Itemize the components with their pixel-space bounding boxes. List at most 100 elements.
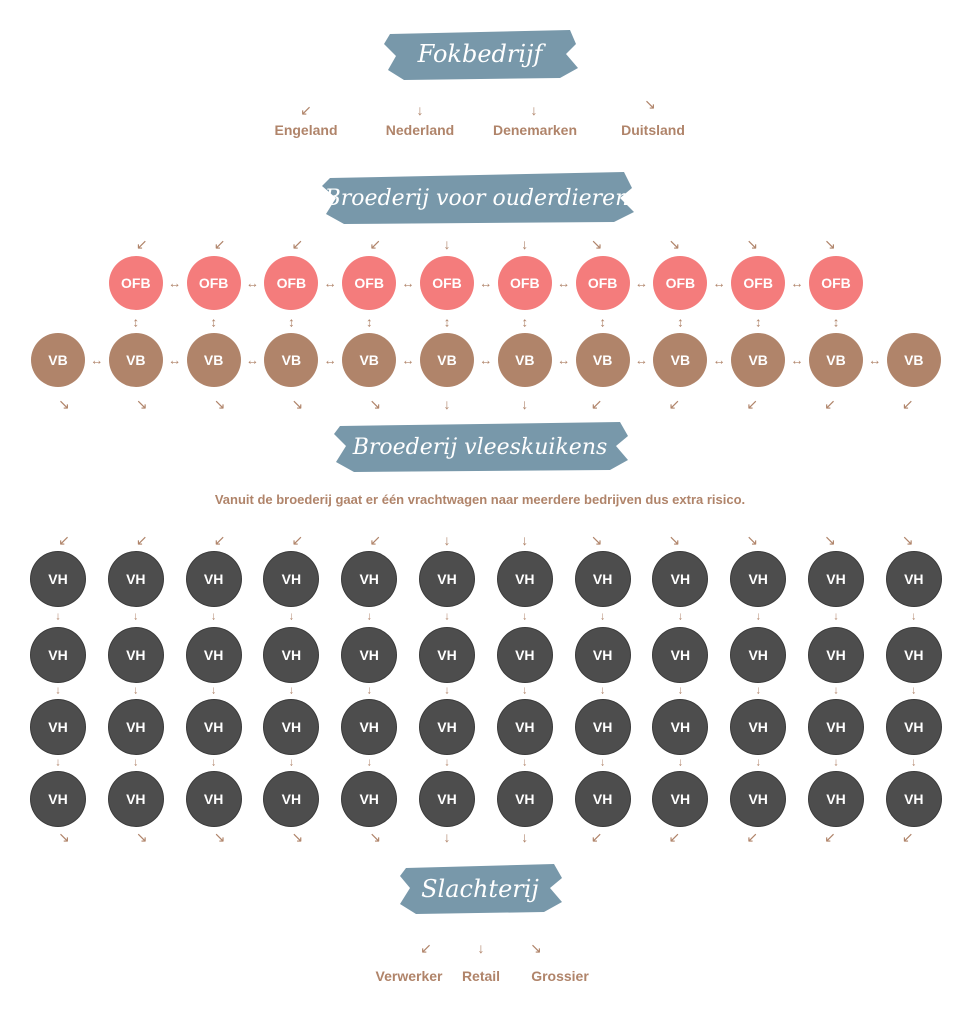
brush-stroke-shape [322, 172, 634, 224]
bidirectional-arrow-icon: ↔ [790, 352, 804, 368]
vh-node: VH [186, 552, 241, 606]
bidirectional-arrow-icon: ↔ [479, 275, 493, 291]
down-arrow-icon: ↓ [911, 684, 917, 697]
vh-node: VH [731, 772, 786, 826]
vh-node: VH [809, 772, 863, 826]
arrow-icon: ↘ [58, 829, 70, 845]
vh-node: VH [497, 772, 552, 826]
bidirectional-arrow-icon: ↕ [132, 314, 140, 329]
down-arrow-icon: ↓ [599, 684, 606, 697]
vh-node: VH [31, 772, 85, 826]
arrow-icon: ↙ [668, 829, 681, 845]
down-arrow-icon: ↓ [599, 756, 606, 769]
vh-node: VH [886, 628, 941, 682]
bidirectional-arrow-icon: ↕ [443, 314, 451, 329]
vh-node: VH [886, 700, 941, 754]
down-arrow-icon: ↓ [210, 684, 217, 697]
down-arrow-icon: ↓ [755, 756, 761, 769]
bidirectional-arrow-icon: ↕ [210, 314, 217, 329]
arrow-icon: ↓ [443, 532, 451, 548]
down-arrow-icon: ↓ [366, 756, 372, 769]
vb-node: VB [886, 333, 941, 387]
down-arrow-icon: ↓ [833, 756, 839, 769]
bidirectional-arrow-icon: ↔ [712, 352, 726, 368]
arrow-icon: ↓ [530, 102, 538, 118]
down-arrow-icon: ↓ [444, 610, 450, 623]
ofb-node: OFB [809, 256, 863, 310]
down-arrow-icon: ↓ [522, 684, 528, 697]
bidirectional-arrow-icon: ↔ [557, 275, 571, 291]
bidirectional-arrow-icon: ↔ [868, 352, 882, 368]
bidirectional-arrow-icon: ↔ [401, 275, 415, 291]
bidirectional-arrow-icon: ↔ [168, 275, 182, 291]
arrow-icon: ↙ [824, 396, 836, 412]
arrow-icon: ↘ [213, 829, 226, 845]
arrow-icon: ↘ [590, 236, 603, 252]
arrow-icon: ↙ [300, 102, 312, 118]
arrow-icon: ↙ [420, 940, 432, 956]
arrow-icon: ↙ [213, 532, 226, 548]
arrow-icon: ↓ [443, 236, 451, 252]
banner-vleeskuikens-title: Broederij vleeskuikens [352, 434, 608, 460]
arrow-icon: ↘ [644, 96, 656, 112]
arrow-icon: ↙ [824, 829, 836, 845]
down-arrow-icon: ↓ [366, 610, 372, 623]
vb-node: VB [420, 333, 474, 387]
bidirectional-arrow-icon: ↔ [246, 275, 259, 291]
bidirectional-arrow-icon: ↕ [288, 314, 295, 329]
down-arrow-icon: ↓ [366, 684, 372, 697]
outlet-label: Grossier [531, 968, 589, 984]
vh-node: VH [108, 628, 163, 682]
vb-node: VB [186, 333, 241, 387]
arrow-icon: ↓ [521, 532, 529, 548]
vb-node: VB [31, 333, 85, 387]
vb-node: VB [108, 333, 163, 387]
vb-node: VB [653, 333, 708, 387]
down-arrow-icon: ↓ [522, 610, 528, 623]
brush-stroke-shape [400, 864, 562, 914]
ofb-node: OFB [497, 256, 552, 310]
down-arrow-icon: ↓ [755, 610, 761, 623]
arrow-icon: ↓ [443, 396, 451, 412]
arrow-icon: ↙ [746, 829, 759, 845]
vh-node: VH [497, 700, 552, 754]
vh-node: VH [731, 628, 786, 682]
down-arrow-icon: ↓ [288, 610, 295, 623]
vh-node: VH [731, 700, 786, 754]
down-arrow-icon: ↓ [133, 684, 139, 697]
bidirectional-arrow-icon: ↕ [754, 314, 762, 329]
arrow-icon: ↘ [135, 829, 148, 845]
vh-node: VH [420, 700, 474, 754]
arrow-icon: ↙ [213, 236, 226, 252]
vh-node: VH [731, 552, 786, 606]
down-arrow-icon: ↓ [833, 684, 839, 697]
vh-node: VH [653, 552, 708, 606]
bidirectional-arrow-icon: ↕ [599, 314, 606, 329]
vh-node: VH [420, 552, 474, 606]
down-arrow-icon: ↓ [288, 756, 295, 769]
ofb-node: OFB [108, 256, 163, 310]
arrow-icon: ↙ [58, 532, 70, 548]
bidirectional-arrow-icon: ↔ [246, 352, 259, 368]
banner-fokbedrijf: Fokbedrijf [380, 24, 580, 84]
down-arrow-icon: ↓ [599, 610, 606, 623]
vb-node: VB [342, 333, 397, 387]
vh-node: VH [653, 700, 708, 754]
vh-node: VH [497, 552, 552, 606]
vh-node: VH [108, 552, 163, 606]
vh-node: VH [342, 628, 397, 682]
ofb-node: OFB [420, 256, 474, 310]
ofb-node: OFB [575, 256, 630, 310]
arrow-icon: ↙ [369, 532, 382, 548]
vh-node: VH [264, 772, 319, 826]
arrow-icon: ↙ [746, 396, 759, 412]
arrow-icon: ↓ [521, 236, 529, 252]
down-arrow-icon: ↓ [288, 684, 295, 697]
vh-node: VH [575, 772, 630, 826]
ofb-node: OFB [731, 256, 786, 310]
bidirectional-arrow-icon: ↕ [832, 314, 840, 329]
bidirectional-arrow-icon: ↔ [557, 352, 571, 368]
bidirectional-arrow-icon: ↔ [479, 352, 493, 368]
brush-stroke-shape [334, 422, 628, 472]
arrow-icon: ↙ [369, 236, 382, 252]
